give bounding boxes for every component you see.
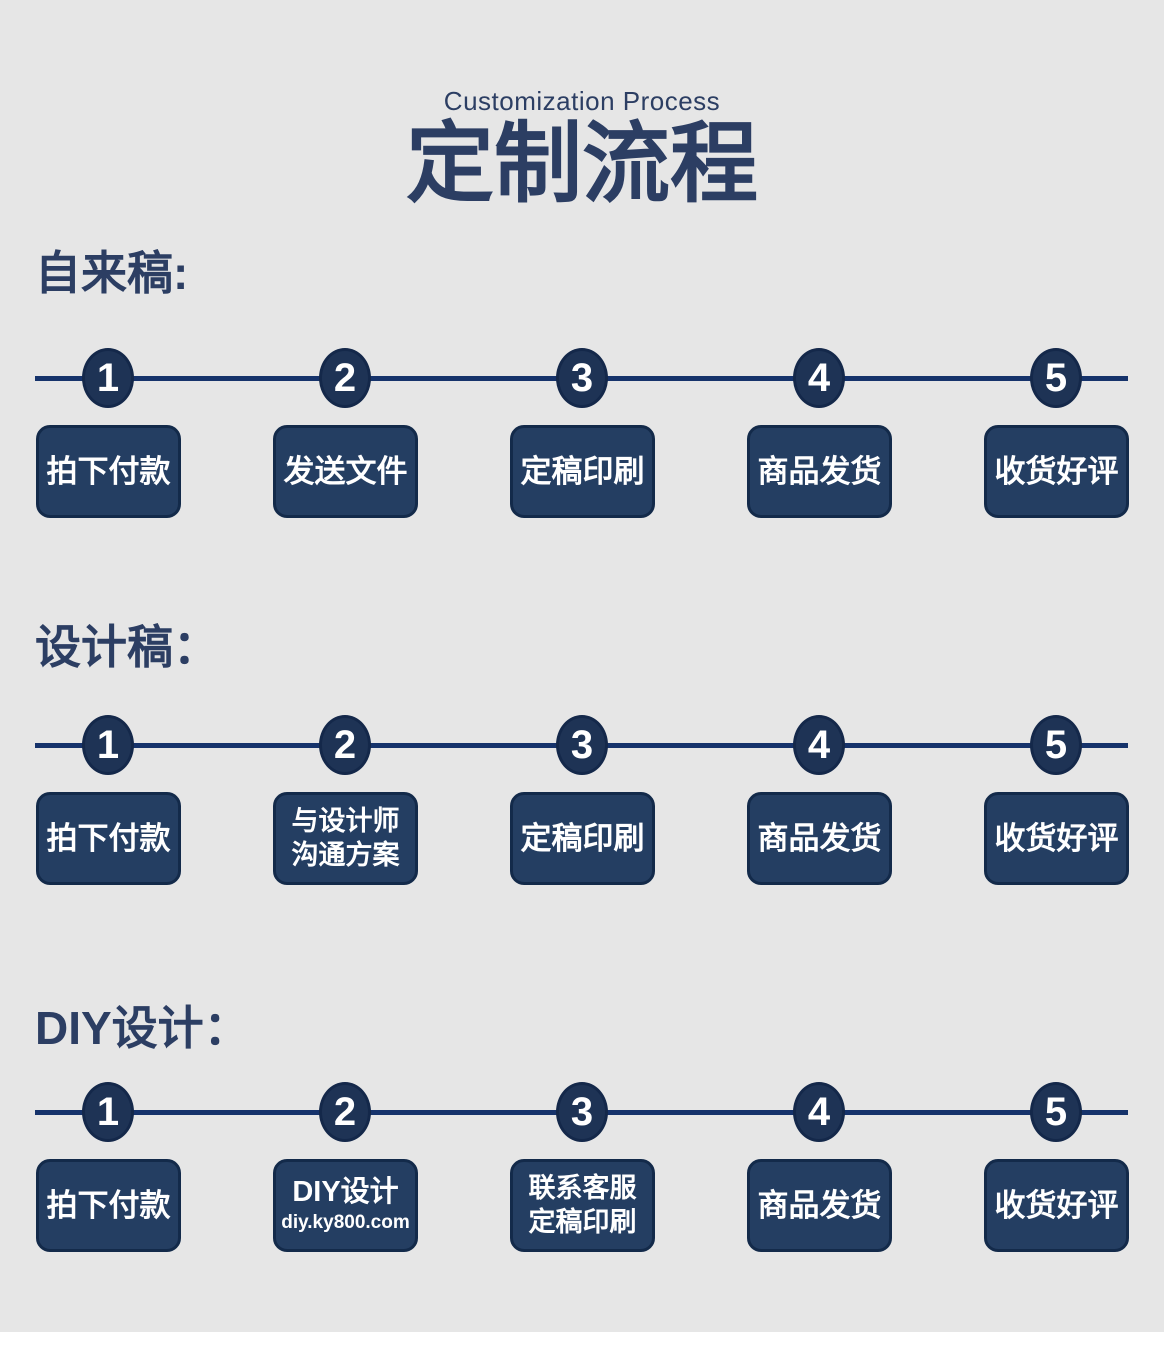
step-label-line: 收货好评 [994, 1187, 1119, 1223]
step-label-box: 收货好评 [984, 1159, 1129, 1252]
step-label-line: 拍下付款 [46, 1187, 171, 1223]
step-label-box: 商品发货 [747, 1159, 892, 1252]
step-number: 4 [807, 356, 831, 400]
step-label-box: 收货好评 [984, 792, 1129, 885]
step-label-box: 拍下付款 [36, 792, 181, 885]
step-number: 1 [96, 1090, 120, 1134]
step-number-circle: 2 [319, 1082, 371, 1142]
step-number: 2 [333, 723, 357, 767]
step-number-circle: 5 [1030, 348, 1082, 408]
step-label-line: 收货好评 [994, 453, 1119, 489]
step-number: 2 [333, 1090, 357, 1134]
step-number: 2 [333, 356, 357, 400]
step-label-line: 拍下付款 [46, 820, 171, 856]
step-number-circle: 3 [556, 715, 608, 775]
step-label-box: 商品发货 [747, 792, 892, 885]
step-label-box: 收货好评 [984, 425, 1129, 518]
step-label-line: 商品发货 [757, 453, 882, 489]
step-number-circle: 5 [1030, 715, 1082, 775]
step-label-box: 定稿印刷 [510, 425, 655, 518]
step-number: 3 [570, 723, 594, 767]
step-number-circle: 2 [319, 715, 371, 775]
step-label-box: 与设计师沟通方案 [273, 792, 418, 885]
step-label-line: DIY设计 [292, 1175, 399, 1208]
bottom-white-strip [0, 1332, 1164, 1370]
step-label-box: 定稿印刷 [510, 792, 655, 885]
step-number-circle: 2 [319, 348, 371, 408]
step-number: 1 [96, 356, 120, 400]
step-label-line: 商品发货 [757, 820, 882, 856]
step-label-box: 联系客服定稿印刷 [510, 1159, 655, 1252]
step-number: 3 [570, 1090, 594, 1134]
step-label-line: 定稿印刷 [520, 820, 645, 856]
step-label-box: DIY设计 diy.ky800.com [273, 1159, 418, 1252]
section-heading: 自来稿: [35, 247, 189, 299]
process-timeline: 1 拍下付款 2 DIY设计 diy.ky800.com 3 联系客服定稿印刷 4… [0, 1082, 1164, 1262]
step-label-line: 商品发货 [757, 1187, 882, 1223]
step-label-line: 定稿印刷 [520, 453, 645, 489]
step-number-circle: 1 [82, 1082, 134, 1142]
step-label-line: 拍下付款 [46, 453, 171, 489]
page-title: 定制流程 [405, 114, 758, 213]
step-number-circle: 5 [1030, 1082, 1082, 1142]
step-label-line: 定稿印刷 [528, 1206, 637, 1237]
step-label-box: 拍下付款 [36, 1159, 181, 1252]
step-number-circle: 4 [793, 715, 845, 775]
section-heading: DIY设计： [35, 1002, 250, 1054]
step-label-line: 与设计师 [291, 805, 400, 836]
process-timeline: 1 拍下付款 2 与设计师沟通方案 3 定稿印刷 4 商品发货 5 收货好评 [0, 715, 1164, 895]
step-label-subtext: diy.ky800.com [281, 1212, 410, 1234]
process-timeline: 1 拍下付款 2 发送文件 3 定稿印刷 4 商品发货 5 收货好评 [0, 348, 1164, 528]
step-number-circle: 4 [793, 348, 845, 408]
section-heading: 设计稿： [35, 621, 219, 673]
step-number: 5 [1044, 1090, 1068, 1134]
step-number-circle: 3 [556, 1082, 608, 1142]
step-number: 4 [807, 723, 831, 767]
step-label-box: 发送文件 [273, 425, 418, 518]
step-number-circle: 4 [793, 1082, 845, 1142]
page-subtitle: Customization Process [443, 86, 721, 116]
step-label-line: 联系客服 [528, 1172, 637, 1203]
step-label-box: 拍下付款 [36, 425, 181, 518]
step-label-line: 发送文件 [283, 453, 408, 489]
step-number: 3 [570, 356, 594, 400]
step-number: 1 [96, 723, 120, 767]
step-number: 5 [1044, 356, 1068, 400]
step-label-box: 商品发货 [747, 425, 892, 518]
step-number-circle: 1 [82, 348, 134, 408]
step-number: 5 [1044, 723, 1068, 767]
step-number: 4 [807, 1090, 831, 1134]
step-label-line: 沟通方案 [291, 839, 400, 870]
step-number-circle: 3 [556, 348, 608, 408]
step-label-line: 收货好评 [994, 820, 1119, 856]
step-number-circle: 1 [82, 715, 134, 775]
